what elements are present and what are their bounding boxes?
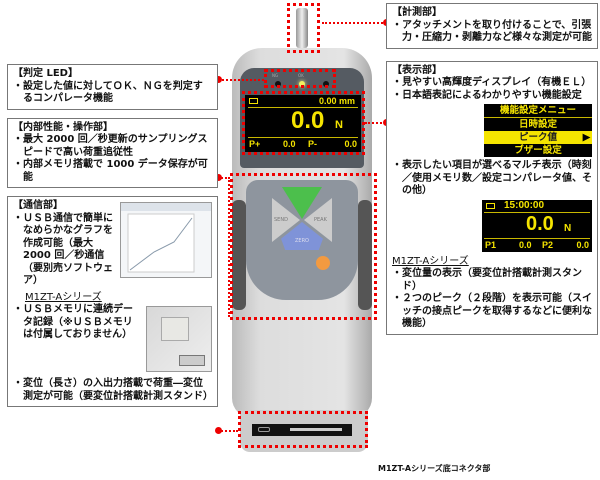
power-button[interactable] — [316, 256, 330, 270]
function-menu-screen: 機能設定メニュー 日時設定 ピーク値 ▶ ブザー設定 — [484, 104, 592, 157]
highlight-display — [242, 91, 365, 155]
callout-title: 【計測部】 — [392, 7, 442, 18]
menu-title: 機能設定メニュー — [484, 104, 592, 118]
displacement-readout: 0.00 mm — [318, 96, 355, 106]
zero-label: ZERO — [295, 238, 309, 244]
pplus-value: 0.0 — [283, 139, 296, 149]
series-heading: M1ZT-Aシリーズ — [25, 291, 102, 303]
callout-item-text: 日本語表記によるわかりやすい機能設定 — [402, 89, 582, 101]
menu-item-peak[interactable]: ピーク値 ▶ — [484, 131, 592, 144]
highlight-keypad — [230, 173, 377, 320]
highlight-connector — [238, 411, 368, 448]
callout-led: 【判定 LED】 ・設定した値に対してＯＫ、ＮＧを判定するコンパレータ機能 — [7, 64, 218, 110]
highlight-led — [264, 69, 336, 88]
attachment-shaft — [296, 8, 308, 48]
callout-item: ・変位量の表示（要変位計搭載計測スタンド） — [392, 268, 582, 292]
callout-measure: 【計測部】 ・アタッチメントを取り付けることで、引張力・圧縮力・剥離力など様々な… — [386, 3, 598, 49]
callout-item-text: 見やすい高輝度ディスプレイ（有機ＥＬ） — [402, 77, 592, 88]
callout-item-text: 最大 2000 回／秒更新のサンプリングスピードで高い荷重追従性 — [23, 134, 208, 158]
callout-item-text: 変位（長さ）の入出力搭載で荷重―変位測定が可能（要変位計搭載計測スタンド） — [23, 378, 213, 402]
led-label-ok: OK — [298, 73, 304, 78]
pminus-value: 0.0 — [344, 139, 357, 149]
force-readout: 0.0 — [526, 212, 554, 235]
callout-item-text: 変位量の表示（要変位計搭載計測スタンド） — [402, 268, 582, 292]
connector-caption: M1ZT-Aシリーズ底コネクタ部 — [378, 464, 491, 473]
io-connector[interactable] — [290, 428, 342, 431]
callout-item: ・変位（長さ）の入出力搭載で荷重―変位測定が可能（要変位計搭載計測スタンド） — [13, 378, 213, 402]
menu-item-buzzer[interactable]: ブザー設定 — [514, 145, 562, 156]
pminus-label: P- — [308, 139, 317, 149]
highlight-measure — [287, 3, 320, 53]
callout-item-text: アタッチメントを取り付けることで、引張力・圧縮力・剥離力など様々な測定が可能 — [402, 19, 592, 44]
callout-item-text: 表示したい項目が選べるマルチ表示（時刻／使用メモリ数／設定コンパレータ値、その他… — [402, 160, 592, 196]
battery-icon — [486, 202, 495, 209]
force-readout: 0.0 — [291, 107, 325, 134]
callout-title: 【内部性能・操作部】 — [13, 121, 113, 133]
callout-item-text: ２つのピーク（２段階）を表示可能（スイッチの接点ピークを取得するなどに便利な機能… — [402, 293, 592, 329]
series-heading: M1ZT-Aシリーズ — [392, 255, 469, 267]
callout-internal: 【内部性能・操作部】 ・最大 2000 回／秒更新のサンプリングスピードで高い荷… — [7, 117, 218, 188]
p2-label: P2 — [542, 239, 554, 250]
callout-item: ・日本語表記によるわかりやすい機能設定 — [392, 89, 582, 101]
callout-item: ・ＵＳＢメモリに連続データ記録（※ＵＳＢメモリは付属しておりません） — [13, 304, 133, 340]
callout-title: 【判定 LED】 — [13, 68, 78, 79]
callout-item-text: ＵＳＢメモリに連続データ記録（※ＵＳＢメモリは付属しておりません） — [23, 304, 133, 340]
usb-port[interactable] — [258, 427, 270, 432]
time-readout: 15:00:00 — [504, 199, 545, 211]
menu-item-datetime[interactable]: 日時設定 — [518, 119, 557, 130]
callout-item: ・見やすい高輝度ディスプレイ（有機ＥＬ） — [392, 77, 592, 88]
callout-item-text: 内部メモリ搭載で 1000 データ保存が可能 — [23, 159, 208, 183]
callout-item: ・最大 2000 回／秒更新のサンプリングスピードで高い荷重追従性 — [13, 134, 208, 158]
callout-item: ・設定した値に対してＯＫ、ＮＧを判定するコンパレータ機能 — [13, 80, 203, 105]
callout-comm: 【通信部】 ・ＵＳＢ通信で簡単になめらかなグラフを作成可能（最大 2000 回／… — [7, 196, 218, 407]
usb-memory-photo — [146, 306, 212, 372]
led-indicator-ng — [275, 81, 281, 87]
callout-display: 【表示部】 ・見やすい高輝度ディスプレイ（有機ＥＬ） ・日本語表記によるわかりや… — [386, 60, 598, 335]
arrow-right-icon: ▶ — [582, 132, 590, 143]
callout-item: ・表示したい項目が選べるマルチ表示（時刻／使用メモリ数／設定コンパレータ値、その… — [392, 160, 592, 196]
callout-item-text: 設定した値に対してＯＫ、ＮＧを判定するコンパレータ機能 — [23, 80, 203, 105]
main-display: 0.00 mm 0.0 N P+ 0.0 P- 0.0 — [245, 95, 361, 152]
peak-label: PEAK — [314, 217, 327, 223]
p2-value: 0.0 — [576, 239, 589, 250]
led-indicator-3 — [323, 81, 329, 87]
p1-value: 0.0 — [519, 239, 532, 250]
force-unit: N — [564, 222, 572, 234]
software-screenshot — [120, 202, 212, 278]
led-label-ng: NG — [272, 73, 279, 78]
menu-item-label: ピーク値 — [518, 132, 557, 143]
callout-title: 【表示部】 — [392, 64, 442, 76]
battery-icon — [249, 98, 258, 104]
multi-display-screen: 15:00:00 0.0 N P1 0.0 P2 0.0 — [482, 199, 592, 252]
led-indicator-ok — [299, 81, 305, 87]
send-label: SEND — [274, 217, 288, 223]
callout-item: ・アタッチメントを取り付けることで、引張力・圧縮力・剥離力など様々な測定が可能 — [392, 19, 592, 44]
force-unit: N — [335, 119, 343, 131]
p1-label: P1 — [485, 239, 497, 250]
callout-item: ・ＵＳＢ通信で簡単になめらかなグラフを作成可能（最大 2000 回／秒通信（要別… — [13, 212, 113, 287]
pplus-label: P+ — [249, 139, 261, 149]
callout-title: 【通信部】 — [13, 200, 63, 211]
callout-item: ・内部メモリ搭載で 1000 データ保存が可能 — [13, 159, 208, 183]
callout-item-text: ＵＳＢ通信で簡単になめらかなグラフを作成可能（最大 2000 回／秒通信（要別売… — [23, 212, 113, 287]
callout-item: ・２つのピーク（２段階）を表示可能（スイッチの接点ピークを取得するなどに便利な機… — [392, 293, 592, 329]
